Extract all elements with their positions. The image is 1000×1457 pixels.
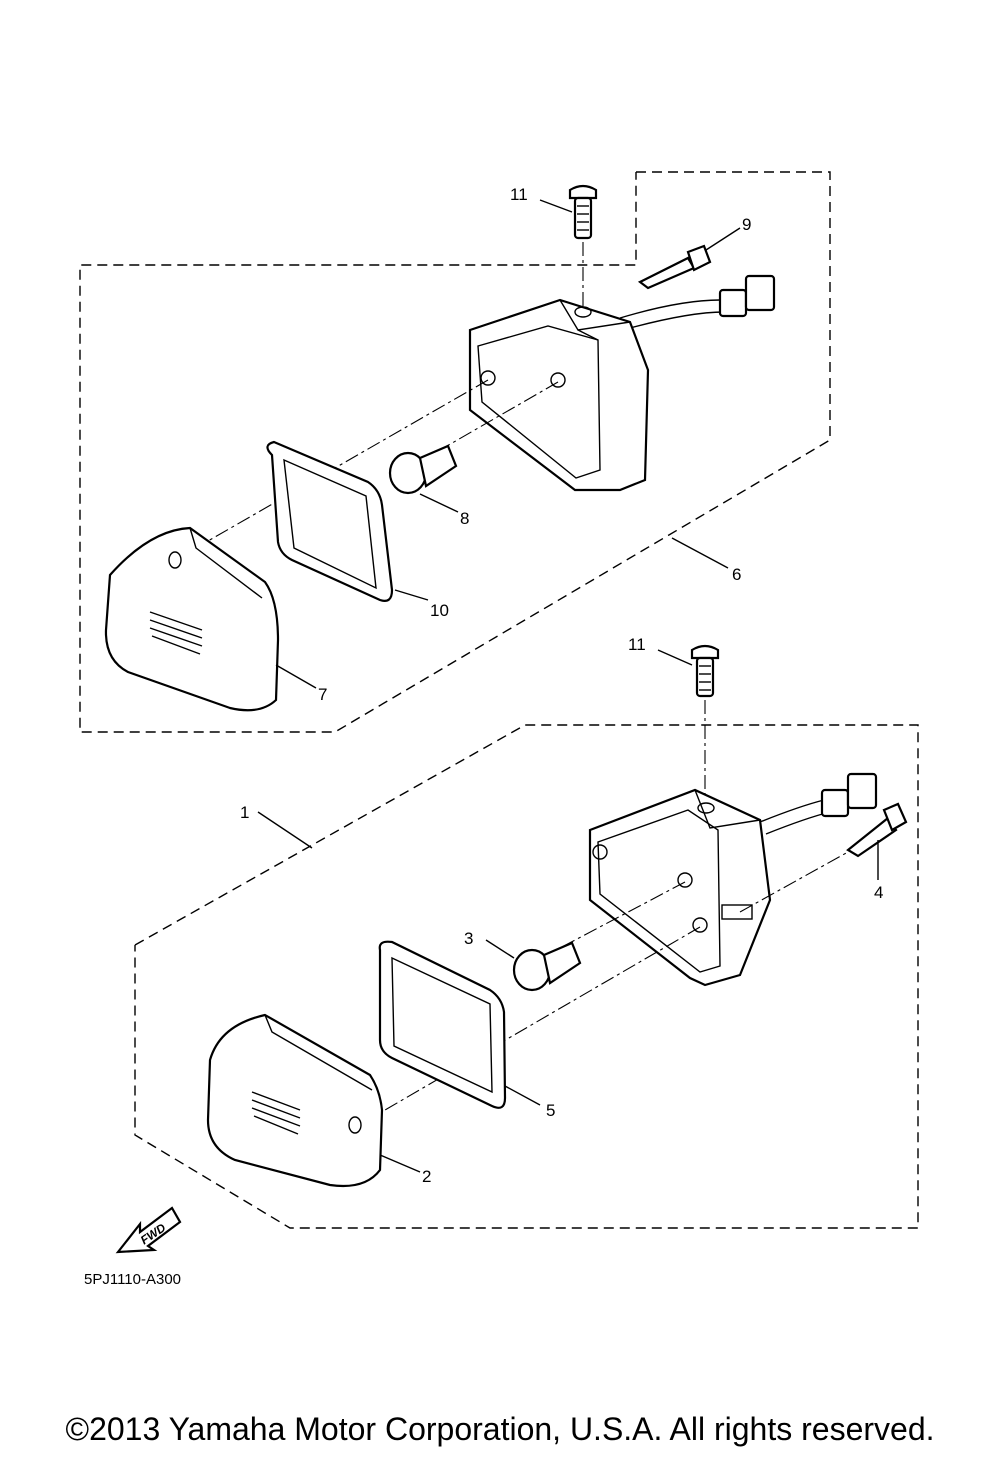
wire-connector-upper bbox=[619, 274, 776, 329]
callout-11-upper: 11 bbox=[510, 185, 528, 204]
callout-10: 10 bbox=[430, 601, 449, 620]
callout-8: 8 bbox=[460, 509, 469, 528]
callout-11-lower: 11 bbox=[628, 635, 646, 654]
callout-5: 5 bbox=[546, 1101, 555, 1120]
lamp-housing-upper bbox=[468, 298, 650, 492]
wire-connector-lower bbox=[759, 772, 878, 835]
lamp-housing-lower bbox=[588, 788, 772, 987]
leader-lines bbox=[257, 199, 879, 1173]
gasket-10 bbox=[266, 440, 394, 602]
screw-11-lower bbox=[690, 644, 720, 698]
fwd-arrow-icon: FWD bbox=[115, 1206, 182, 1254]
screw-4 bbox=[846, 802, 908, 858]
parts-diagram: 11 9 8 10 6 7 11 1 4 3 5 2 FWD 5PJ1110-A… bbox=[79, 171, 919, 1288]
callout-1: 1 bbox=[240, 803, 249, 822]
assembly-1-boundary bbox=[134, 724, 919, 1229]
lens-7 bbox=[104, 526, 280, 712]
screw-9 bbox=[637, 244, 712, 290]
copyright-notice: ©2013 Yamaha Motor Corporation, U.S.A. A… bbox=[65, 1411, 935, 1447]
bulb-8 bbox=[388, 444, 458, 495]
lens-2 bbox=[206, 1013, 384, 1188]
bulb-3 bbox=[512, 941, 582, 992]
callout-6: 6 bbox=[732, 565, 741, 584]
callout-9: 9 bbox=[742, 215, 751, 234]
screw-11-upper bbox=[568, 184, 598, 240]
callout-7: 7 bbox=[318, 685, 327, 704]
diagram-code: 5PJ1110-A300 bbox=[84, 1271, 181, 1288]
callout-2: 2 bbox=[422, 1167, 431, 1186]
callout-3: 3 bbox=[464, 929, 473, 948]
callout-4: 4 bbox=[874, 883, 883, 902]
gasket-5 bbox=[378, 940, 507, 1109]
